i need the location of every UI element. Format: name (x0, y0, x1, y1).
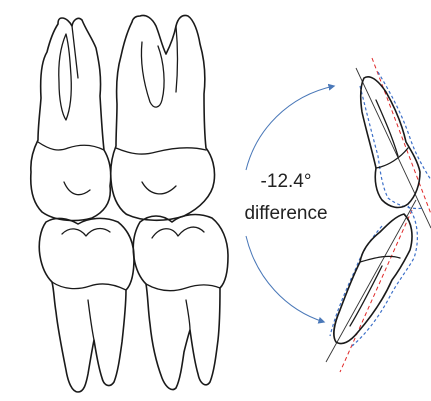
left-upper-tooth-outline (31, 18, 111, 220)
upper-tooth-cej-line (376, 148, 408, 168)
left-upper-tooth-cej (38, 142, 104, 150)
right-lower-tooth-outline (133, 215, 228, 390)
left-upper-tooth-root-split (72, 26, 78, 78)
left-lower-tooth-fissure (62, 229, 110, 236)
right-upper-tooth-root-split (176, 26, 178, 92)
left-lower-tooth-outline (39, 218, 134, 392)
lower-tooth-long-axis (326, 200, 416, 362)
left-upper-tooth-root-canal (59, 34, 72, 120)
angle-difference-word: difference (238, 202, 334, 226)
right-upper-tooth-root-canal (141, 42, 164, 107)
lower-tooth-cej-line (360, 256, 400, 262)
angle-arc-lower (246, 236, 324, 322)
lower-reference-axis (340, 210, 412, 372)
left-upper-tooth (31, 18, 111, 220)
left-lower-tooth-cej (52, 282, 126, 290)
left-upper-tooth-fissure (64, 182, 90, 195)
right-lower-tooth-fissure (152, 227, 204, 238)
right-upper-tooth (111, 15, 215, 220)
angle-difference-value: -12.4° (238, 170, 334, 194)
right-upper-tooth-cej (116, 148, 206, 154)
left-lower-tooth (39, 218, 134, 392)
right-lower-tooth-root-gap (186, 300, 190, 330)
angle-arc-upper (246, 86, 334, 170)
right-upper-tooth-outline (111, 15, 215, 220)
upper-tooth-dashed-outline (360, 72, 431, 209)
right-upper-tooth-fissure (142, 182, 176, 194)
right-lower-tooth-cej (146, 284, 220, 291)
left-lower-tooth-root-gap (88, 300, 94, 340)
upper-tooth-schematic (360, 72, 431, 209)
upper-reference-axis (372, 58, 431, 214)
upper-tooth-long-axis (356, 68, 431, 228)
right-lower-tooth (133, 215, 228, 390)
